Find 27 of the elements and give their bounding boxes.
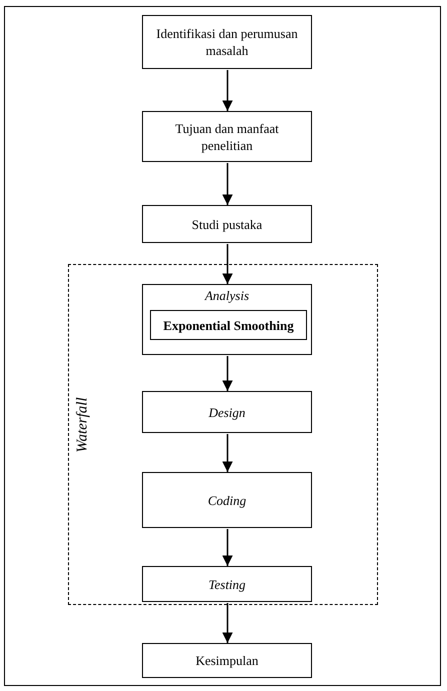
process-box <box>142 643 312 678</box>
group-label: Waterfall <box>76 397 90 453</box>
process-box <box>142 111 312 162</box>
box-text: Exponential Smoothing <box>162 316 295 334</box>
box-text: Identifikasi dan perumusan masalah <box>155 25 299 59</box>
process-box <box>142 15 312 69</box>
box-text: Tujuan dan manfaat penelitian <box>174 120 280 154</box>
box-text: Testing <box>207 576 247 592</box>
process-box <box>142 284 312 355</box>
box-text: Kesimpulan <box>194 652 260 669</box>
box-text: Coding <box>206 492 248 508</box>
arrow <box>222 70 233 111</box>
arrow <box>222 603 233 643</box>
box-text: Design <box>208 404 246 420</box>
process-box <box>142 391 312 433</box>
arrow <box>222 434 233 472</box>
dashed-group-frame <box>68 264 378 605</box>
box-text: Analysis <box>203 287 250 304</box>
arrow <box>222 163 233 205</box>
process-box <box>150 310 307 340</box>
box-text: Studi pustaka <box>190 216 264 232</box>
arrow <box>222 356 233 391</box>
process-box <box>142 472 312 528</box>
arrow <box>222 244 233 284</box>
arrow <box>222 529 233 566</box>
process-box <box>142 566 312 602</box>
process-box <box>142 205 312 243</box>
